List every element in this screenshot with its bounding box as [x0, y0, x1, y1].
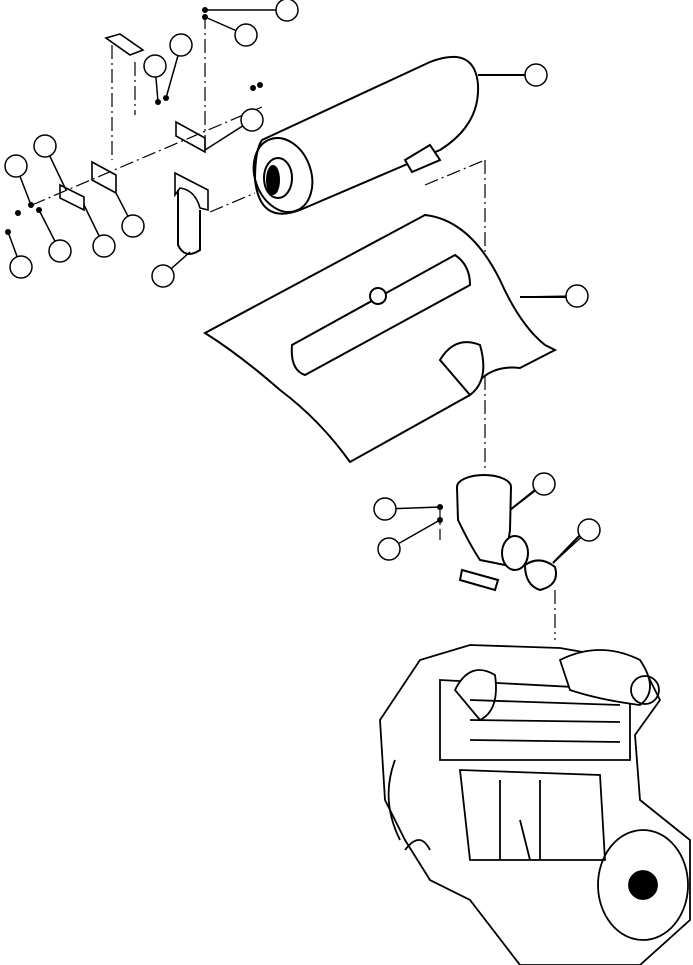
callout-balloon [240, 108, 264, 132]
muffler [252, 56, 525, 215]
callout-balloon [377, 537, 401, 561]
callout-balloon [9, 255, 33, 279]
muffler-brackets [59, 33, 209, 255]
callout-balloons [4, 0, 601, 564]
callout-balloon [33, 134, 57, 158]
callout-balloon [151, 264, 175, 288]
engine [379, 644, 691, 965]
callout-balloon [4, 154, 28, 178]
callout-balloon [143, 54, 167, 78]
callout-balloon [373, 497, 397, 521]
callout-balloon [275, 0, 299, 22]
heat-shield [203, 213, 566, 464]
callout-balloon [234, 23, 258, 47]
callout-balloon [169, 33, 193, 57]
callout-balloon [92, 234, 116, 258]
callout-balloon [524, 63, 548, 87]
callout-balloon [565, 284, 589, 308]
exhaust-elbow [456, 474, 581, 592]
callout-balloon [48, 239, 72, 263]
callout-balloon [532, 472, 556, 496]
callout-balloon [577, 518, 601, 542]
callout-balloon [121, 214, 145, 238]
